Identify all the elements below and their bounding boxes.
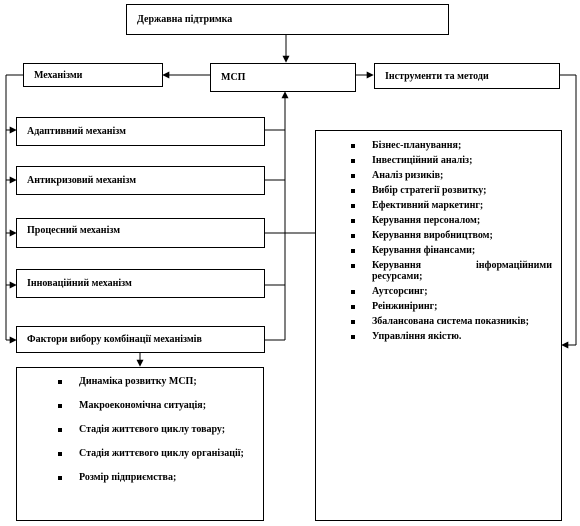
- anticrisis-mechanism-label: Антикризовий механізм: [27, 175, 137, 186]
- factors-item: Макроекономічна ситуація;: [58, 400, 253, 411]
- factors-item: Розмір підприємства;: [58, 472, 253, 483]
- tools-methods-label: Інструменти та методи: [385, 70, 489, 82]
- factors-box: Фактори вибору комбінації механізмів: [16, 326, 265, 353]
- tools-methods-list: Бізнес-планування; Інвестиційний аналіз;…: [315, 130, 562, 521]
- state-support-label: Державна підтримка: [137, 14, 233, 25]
- anticrisis-mechanism-box: Антикризовий механізм: [16, 166, 265, 195]
- tools-item: Інвестиційний аналіз;: [351, 155, 551, 166]
- factors-label: Фактори вибору комбінації механізмів: [27, 334, 202, 345]
- state-support-box: Державна підтримка: [126, 4, 449, 35]
- factors-list: Динаміка розвитку МСП; Макроекономічна с…: [16, 367, 264, 521]
- tools-item: Керування виробництвом;: [351, 230, 551, 241]
- factors-item: Динаміка розвитку МСП;: [58, 376, 253, 387]
- tools-item: Бізнес-планування;: [351, 140, 551, 151]
- tools-item: Аналіз ризиків;: [351, 170, 551, 181]
- tools-item: Реінжиніринг;: [351, 301, 551, 312]
- tools-methods-box: Інструменти та методи: [374, 63, 560, 89]
- mechanisms-label: Механізми: [34, 69, 83, 81]
- adaptive-mechanism-label: Адаптивний механізм: [27, 126, 126, 137]
- tools-item: Керування персоналом;: [351, 215, 551, 226]
- msp-box: МСП: [210, 63, 356, 92]
- process-mechanism-label: Процесний механізм: [27, 225, 121, 236]
- tools-item: Ефективний маркетинг;: [351, 200, 551, 211]
- factors-item: Стадія життєвого циклу організації;: [58, 448, 255, 459]
- tools-item: Керування інформаційними ресурсами;: [351, 260, 552, 282]
- tools-item: Вибір стратегії розвитку;: [351, 185, 551, 196]
- tools-item: Збалансована система показників;: [351, 316, 552, 327]
- adaptive-mechanism-box: Адаптивний механізм: [16, 117, 265, 146]
- msp-label: МСП: [221, 72, 246, 83]
- process-mechanism-box: Процесний механізм: [16, 218, 265, 248]
- innovation-mechanism-label: Інноваційний механізм: [27, 278, 132, 289]
- innovation-mechanism-box: Інноваційний механізм: [16, 269, 265, 298]
- mechanisms-box: Механізми: [23, 63, 163, 87]
- factors-item: Стадія життєвого циклу товару;: [58, 424, 255, 435]
- tools-item: Керування фінансами;: [351, 245, 551, 256]
- tools-item: Аутсорсинг;: [351, 286, 551, 297]
- tools-item: Управління якістю.: [351, 331, 551, 342]
